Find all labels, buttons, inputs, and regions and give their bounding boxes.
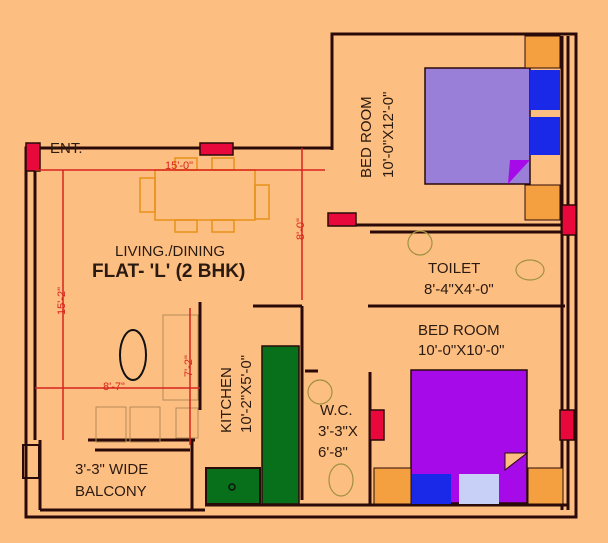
dim-sitting-depth: 7'-2" [183, 355, 195, 377]
wc-size-line2: 6'-8" [318, 444, 348, 461]
toilet-name: TOILET [428, 260, 481, 277]
kitchen-size: 10'-2"X5'-0" [238, 354, 255, 433]
balcony-line2: BALCONY [75, 483, 147, 500]
kitchen-name: KITCHEN [218, 367, 235, 433]
dim-living-height: 15'-2" [56, 286, 68, 315]
bedroom2-bed [373, 369, 564, 505]
dim-living-width: 15'-0" [165, 160, 194, 172]
bedroom1-size: 10'-0"X12'-0" [380, 91, 397, 178]
kitchen-counter [205, 345, 300, 505]
bedroom2-size: 10'-0"X10'-0" [418, 342, 505, 359]
plan-title: FLAT- 'L' (2 BHK) [92, 261, 246, 282]
wc-size-line1: 3'-3"X [318, 423, 358, 440]
dining-table [139, 157, 270, 233]
bedroom2-name: BED ROOM [418, 322, 500, 339]
windows [25, 142, 577, 441]
dim-sitting-width: 8'-7" [103, 381, 125, 393]
dimension-lines [35, 148, 325, 445]
entrance-label: ENT. [50, 140, 83, 157]
living-room-label: LIVING./DINING [115, 243, 226, 260]
wc-name: W.C. [320, 402, 353, 419]
dim-dining-depth: 8'-0" [295, 218, 307, 240]
bedroom1-name: BED ROOM [358, 96, 375, 178]
sanitary-fixtures [307, 230, 545, 497]
sofa-set [95, 314, 199, 443]
toilet-size: 8'-4"X4'-0" [424, 281, 494, 298]
balcony-line1: 3'-3" WIDE [75, 461, 149, 478]
bedroom1-bed [424, 35, 561, 221]
